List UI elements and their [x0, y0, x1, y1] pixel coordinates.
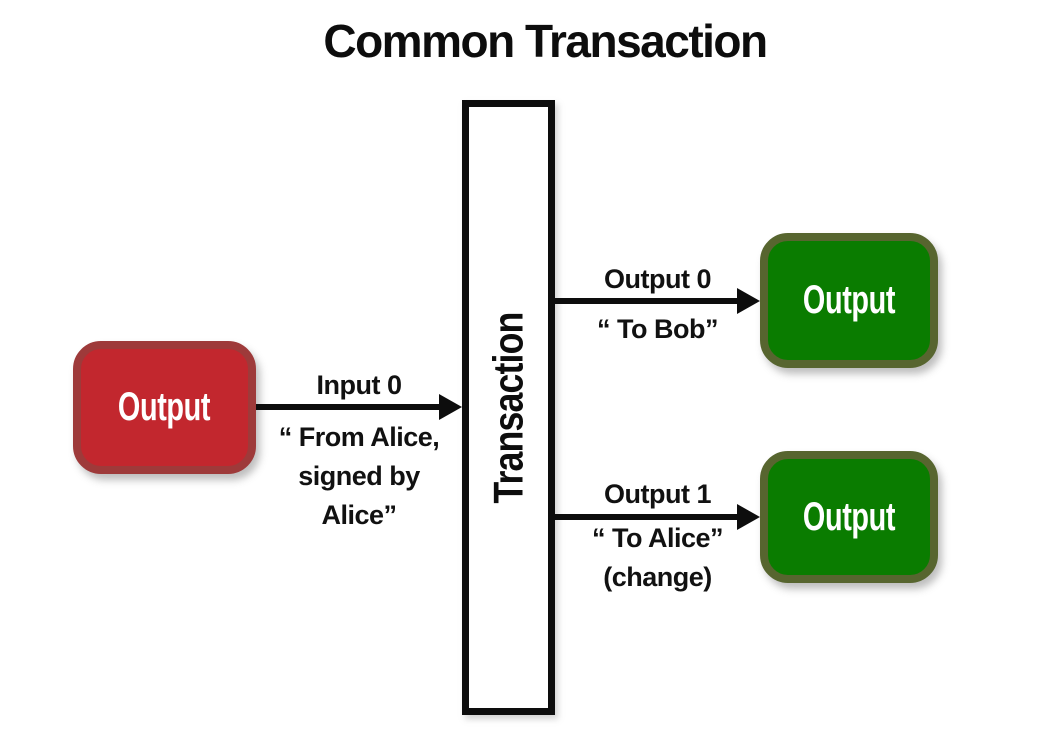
input-output-node: Output [73, 341, 256, 474]
output0-arrow [555, 298, 738, 304]
output1-arrow-label: Output 1 [604, 479, 711, 509]
output0-arrow-sublabel: “ To Bob” [597, 314, 718, 344]
output1-node-label: Output [802, 494, 896, 539]
output0-node: Output [760, 233, 938, 368]
page-title: Common Transaction [323, 15, 768, 67]
transaction-node-label: Transaction [484, 311, 532, 504]
output0-node-label: Output [802, 278, 896, 322]
input-arrow-label: Input 0 [316, 370, 403, 400]
transaction-node: Transaction [462, 100, 555, 715]
input-arrow [256, 404, 440, 410]
output1-node: Output [760, 451, 938, 583]
output0-arrow-label: Output 0 [604, 264, 711, 294]
input-arrow-sublabel: “ From Alice, signed by Alice” [278, 422, 440, 531]
output1-arrow [555, 514, 738, 520]
output1-arrow-sublabel: “ To Alice” (change) [591, 523, 724, 593]
input-output-node-label: Output [118, 385, 211, 429]
